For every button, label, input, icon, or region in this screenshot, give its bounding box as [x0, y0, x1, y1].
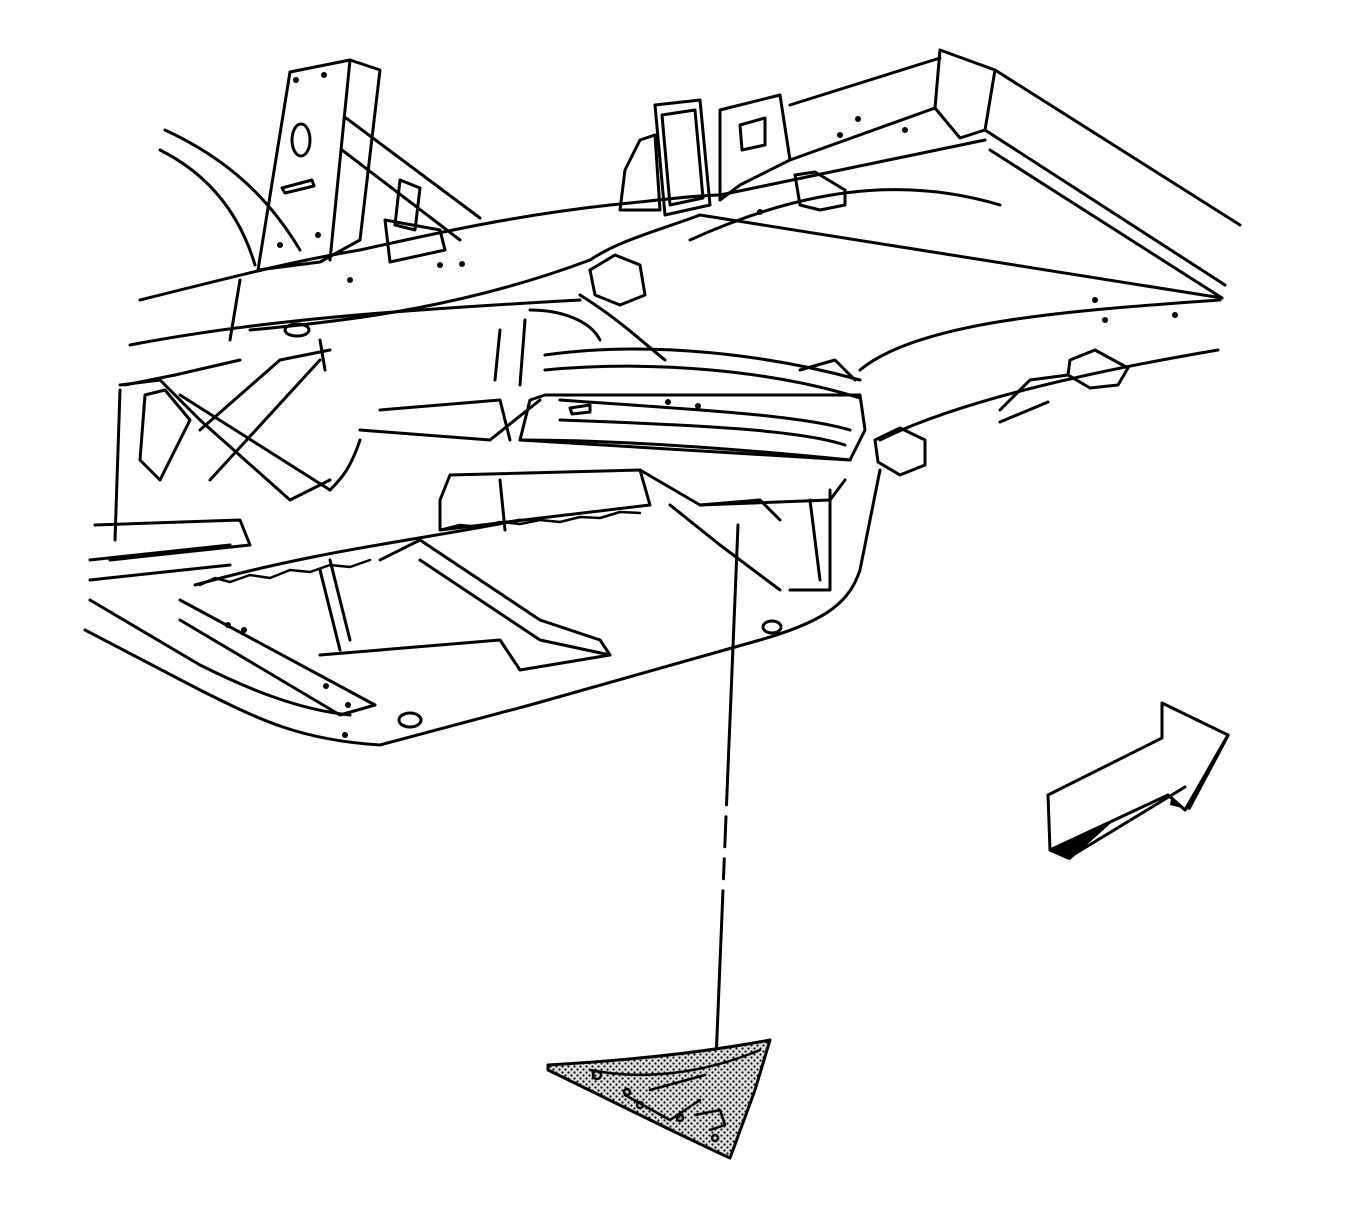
shield-plate-component — [546, 1038, 772, 1160]
front-crossmember — [128, 58, 722, 347]
upper-center-bracket — [618, 93, 847, 217]
rear-frame-rail — [688, 48, 1242, 300]
frame-holes — [347, 116, 1178, 323]
right-side-rail — [858, 298, 1222, 442]
left-side-structure — [113, 278, 527, 542]
lower-frame — [83, 468, 882, 747]
front-direction-arrow-icon — [1046, 701, 1230, 860]
leader-line — [714, 523, 740, 1062]
center-crossmember — [358, 253, 927, 477]
